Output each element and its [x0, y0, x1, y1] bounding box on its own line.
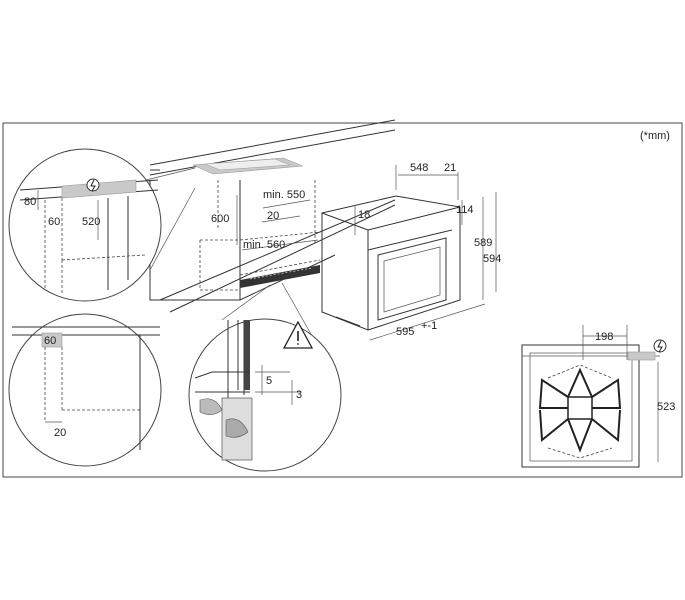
dim-top-offset: 114: [456, 204, 474, 216]
dim-cabinet-gap: 20: [267, 210, 279, 222]
dim-oven-height-outer: 594: [483, 253, 501, 265]
dim-corner-20: 20: [54, 427, 66, 439]
detail-circle-top: 80 60 520: [8, 148, 196, 302]
dim-shelf-gap-3: 3: [296, 389, 302, 401]
back-view: 198 523: [521, 325, 675, 468]
dim-detail-520: 520: [82, 216, 100, 228]
power-plug-icon: [653, 339, 667, 353]
dim-door-depth: 21: [444, 162, 456, 174]
dim-corner-60: 60: [44, 335, 56, 347]
detail-circle-center: 5 3: [188, 282, 342, 472]
warning-triangle-icon: [282, 320, 314, 349]
dim-oven-depth: 548: [410, 162, 428, 174]
dim-back-198: 198: [595, 331, 613, 343]
dim-niche-height: 600: [211, 213, 229, 225]
oven-body: [321, 195, 461, 331]
niche-dimensions: 600 min. 550 20 min. 560: [211, 189, 319, 251]
dim-back-523: 523: [657, 401, 675, 413]
dim-detail-80: 80: [24, 196, 36, 208]
detail-circle-bottom: 60 20: [8, 313, 162, 467]
dim-oven-height-inner: 589: [474, 237, 492, 249]
dim-detail-60: 60: [48, 216, 60, 228]
dim-top-gap: 18: [358, 209, 370, 221]
oven-dimensions: 548 21 114 18 589 594 595 +-1: [354, 162, 501, 341]
dim-shelf-gap-5: 5: [266, 375, 272, 387]
dim-oven-width-tol: +-1: [421, 320, 437, 332]
power-plug-icon: [86, 178, 100, 192]
dim-cabinet-depth-min: min. 550: [263, 189, 305, 201]
dim-cabinet-width-min: min. 560: [243, 239, 285, 251]
dim-oven-width: 595: [396, 326, 414, 338]
unit-note: (*mm): [640, 130, 670, 142]
kitchen-cabinet: [149, 119, 396, 313]
